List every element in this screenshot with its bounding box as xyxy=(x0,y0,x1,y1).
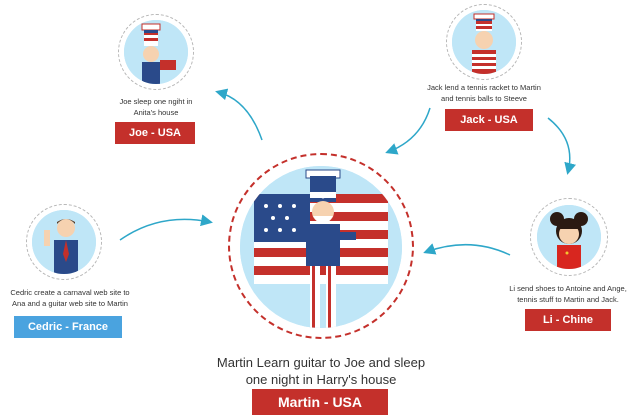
cedric-avatar-ring xyxy=(26,204,102,280)
martin-caption: Martin Learn guitar to Joe and sleep one… xyxy=(196,354,446,388)
jack-caption: Jack lend a tennis racket to Martin and … xyxy=(414,82,554,104)
businessman-icon xyxy=(32,210,96,274)
jack-caption-line1: Jack lend a tennis racket to Martin xyxy=(427,83,541,92)
cedric-caption: Cedric create a carnaval web site to Ana… xyxy=(0,287,140,309)
martin-avatar-ring xyxy=(228,153,414,339)
uncle-sam-kid-icon xyxy=(452,10,516,74)
joe-caption-line2: Anita's house xyxy=(133,108,179,117)
arrow-li-to-martin xyxy=(423,243,511,256)
arrow-cedric-to-martin xyxy=(119,214,213,241)
martin-label: Martin - USA xyxy=(252,389,388,415)
martin-caption-line2: one night in Harry's house xyxy=(245,372,397,387)
martin-caption-line1: Martin Learn guitar to Joe and sleep xyxy=(216,355,426,370)
uncle-sam-flag-icon xyxy=(240,166,402,328)
li-label: Li - Chine xyxy=(525,309,611,331)
jack-caption-line2: and tennis balls to Steeve xyxy=(441,94,527,103)
cedric-caption-line1: Cedric create a carnaval web site to xyxy=(10,288,130,297)
joe-label: Joe - USA xyxy=(115,122,195,144)
jack-label: Jack - USA xyxy=(445,109,533,131)
chinese-girl-icon xyxy=(537,205,601,269)
jack-avatar-ring xyxy=(446,4,522,80)
joe-avatar-ring xyxy=(118,14,194,90)
uncle-sam-kid-icon xyxy=(124,20,188,84)
joe-caption: Joe sleep one ngiht in Anita's house xyxy=(88,96,224,118)
li-caption: Li send shoes to Antoine and Ange, tenni… xyxy=(496,283,640,305)
cedric-caption-line2: Ana and a guitar web site to Martin xyxy=(12,299,128,308)
arrow-jack-to-li xyxy=(547,117,577,175)
li-caption-line1: Li send shoes to Antoine and Ange, xyxy=(509,284,627,293)
li-avatar-ring xyxy=(530,198,608,276)
joe-caption-line1: Joe sleep one ngiht in xyxy=(119,97,193,106)
arrow-jack-to-martin xyxy=(385,107,431,155)
arrow-martin-to-joe xyxy=(215,88,263,141)
cedric-label: Cedric - France xyxy=(14,316,122,338)
li-caption-line2: tennis stuff to Martin and Jack. xyxy=(517,295,619,304)
